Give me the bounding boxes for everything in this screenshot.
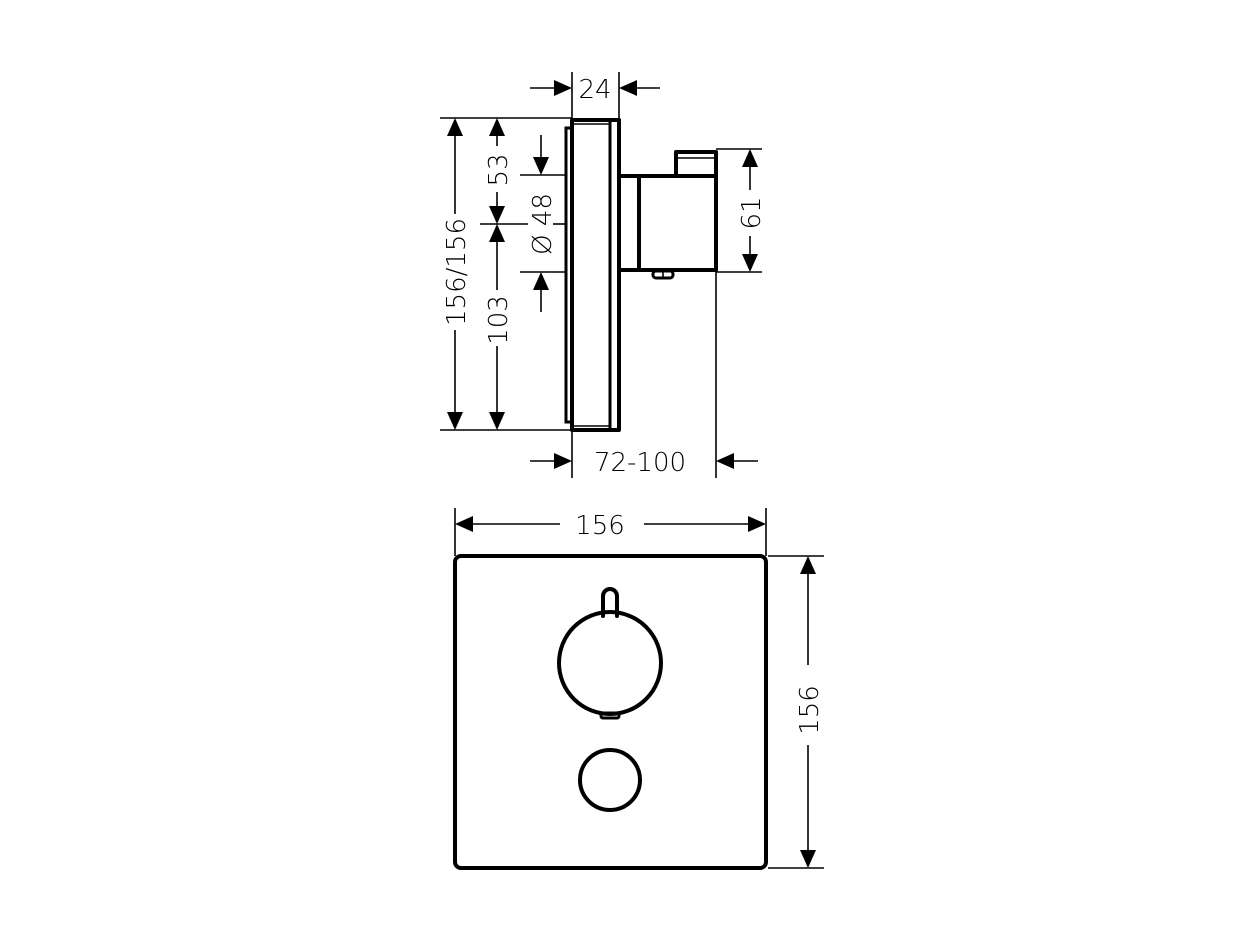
dim-width-156-label: 156 xyxy=(575,511,625,541)
thermostat-body xyxy=(617,174,718,272)
dim-156-156-label: 156/156 xyxy=(442,218,472,326)
side-view: 24 156/156 53 103 Ø 48 61 xyxy=(440,72,767,478)
cover-plate xyxy=(570,118,621,432)
thermostat-dial xyxy=(557,610,663,716)
top-knob xyxy=(674,150,718,178)
dial-indicator xyxy=(601,587,619,618)
push-button xyxy=(578,748,642,812)
dim-103-label: 103 xyxy=(484,295,514,345)
dim-height-156-label: 156 xyxy=(795,685,825,735)
front-view: 156 156 xyxy=(453,508,825,870)
dial-bottom-mark xyxy=(599,711,621,720)
front-cover-plate xyxy=(453,554,768,870)
dim-diameter-48-label: Ø 48 xyxy=(528,193,558,255)
dim-61-label: 61 xyxy=(737,196,767,229)
dim-72-100-label: 72-100 xyxy=(594,448,686,478)
dim-24-label: 24 xyxy=(578,75,611,105)
back-plate xyxy=(564,126,572,424)
dim-53-label: 53 xyxy=(484,153,514,186)
